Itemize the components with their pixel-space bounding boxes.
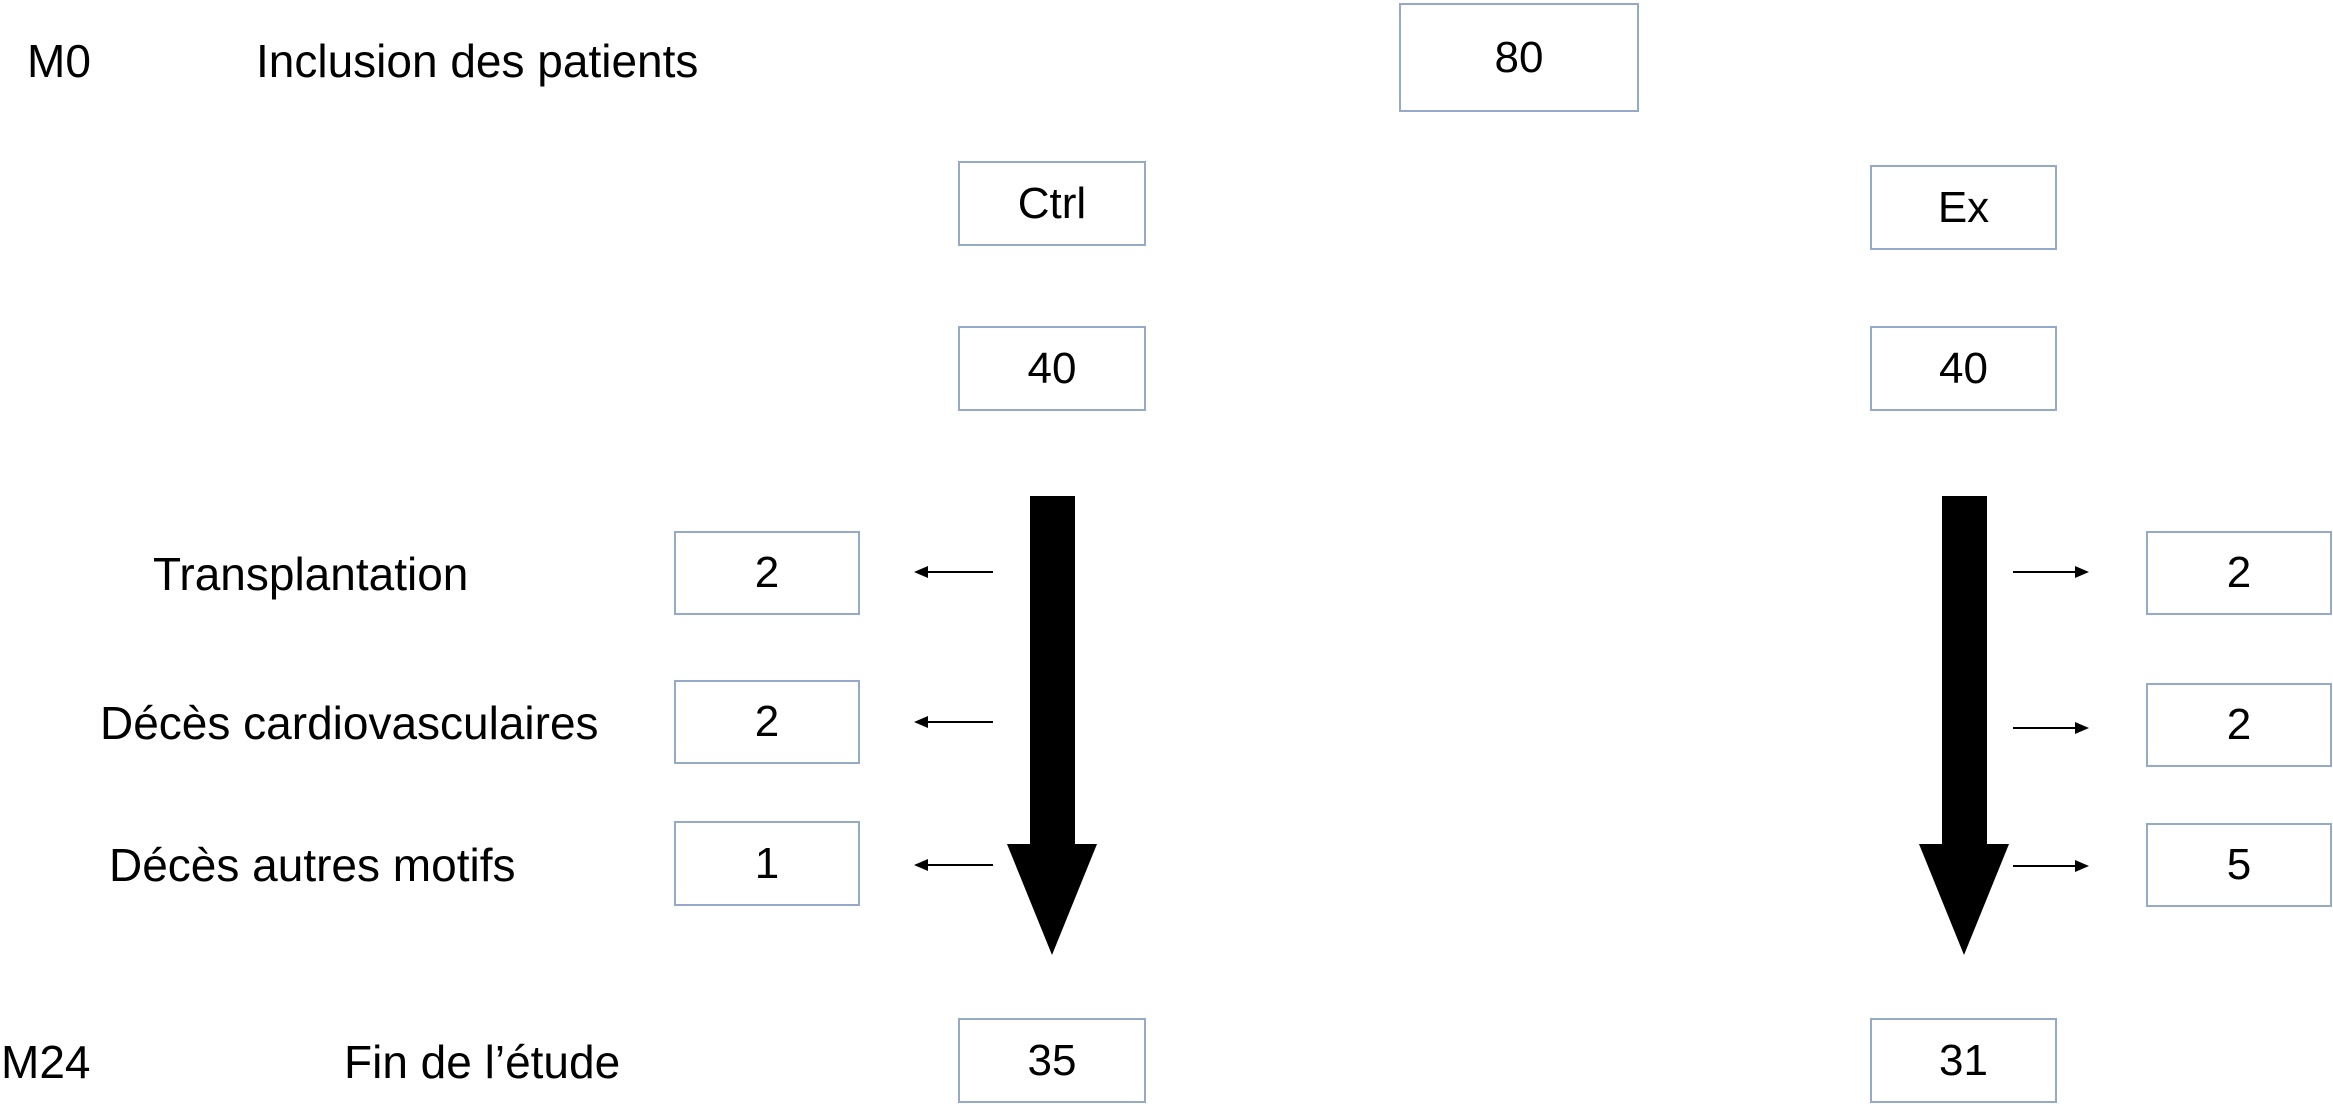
ctrl-followup-arrow <box>1007 496 1097 955</box>
arrowhead <box>2075 566 2089 578</box>
ex-followup-arrow <box>1919 496 2009 955</box>
arrowhead <box>914 859 928 871</box>
group-initial-box-ex: 40 <box>1870 326 2057 411</box>
group-initial-box-ctrl: 40 <box>958 326 1146 411</box>
timepoint-label-start: M0 <box>27 35 91 87</box>
group-final-box-ex: 31 <box>1870 1018 2057 1103</box>
ctrl-event-arrow-cardiovascular-deaths <box>914 716 993 728</box>
group-name-box-ctrl: Ctrl <box>958 161 1146 246</box>
ex-event-arrow-other-deaths <box>2013 860 2089 872</box>
ex-event-arrow-transplantation <box>2013 566 2089 578</box>
event-label-transplantation: Transplantation <box>153 548 469 600</box>
group-final-box-ctrl: 35 <box>958 1018 1146 1103</box>
event-count-box-ctrl-transplantation: 2 <box>674 531 860 615</box>
group-name-box-ex: Ex <box>1870 165 2057 250</box>
event-label-other-deaths: Décès autres motifs <box>109 839 516 891</box>
event-count-box-ex-transplantation: 2 <box>2146 531 2332 615</box>
event-count-box-ctrl-cardiovascular-deaths: 2 <box>674 680 860 764</box>
inclusion-total-box: 80 <box>1399 3 1639 112</box>
event-count-box-ex-cardiovascular-deaths: 2 <box>2146 683 2332 767</box>
arrowhead <box>2075 860 2089 872</box>
timepoint-description-end: Fin de l’étude <box>344 1036 621 1088</box>
event-count-box-ctrl-other-deaths: 1 <box>674 821 860 906</box>
event-count-box-ex-other-deaths: 5 <box>2146 823 2332 907</box>
ex-event-arrow-cardiovascular-deaths <box>2013 722 2089 734</box>
timepoint-label-end: M24 <box>1 1036 91 1088</box>
arrowhead <box>914 716 928 728</box>
arrowhead <box>914 566 928 578</box>
timepoint-description-start: Inclusion des patients <box>256 35 699 87</box>
event-label-cardiovascular-deaths: Décès cardiovasculaires <box>100 697 599 749</box>
ctrl-event-arrow-other-deaths <box>914 859 993 871</box>
ctrl-event-arrow-transplantation <box>914 566 993 578</box>
arrowhead <box>2075 722 2089 734</box>
